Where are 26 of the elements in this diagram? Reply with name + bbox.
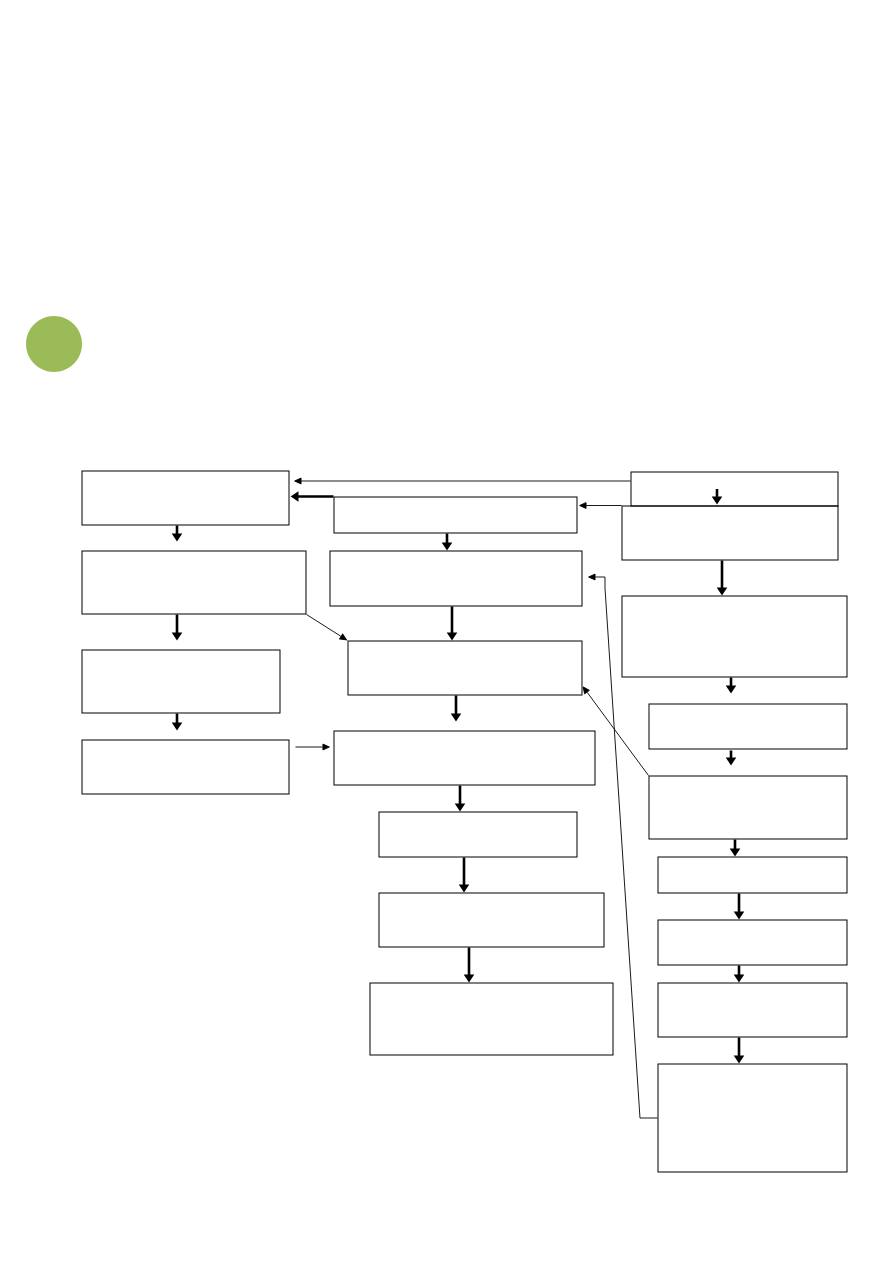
process-box (329, 550, 583, 607)
process-box (657, 1063, 848, 1173)
process-box (621, 505, 839, 561)
process-box (333, 730, 596, 786)
process-box (630, 471, 839, 507)
process-box (333, 496, 578, 534)
arrow (579, 502, 622, 509)
process-box (369, 982, 614, 1056)
arrow (306, 614, 347, 641)
arrow (588, 573, 658, 1119)
process-box (347, 640, 583, 696)
process-box (648, 775, 848, 840)
process-box (657, 919, 848, 966)
process-box (621, 595, 848, 678)
process-box (81, 649, 281, 714)
process-box (378, 811, 578, 858)
process-box (81, 739, 290, 795)
arrow (294, 477, 631, 485)
process-box (657, 982, 848, 1038)
process-box (81, 470, 290, 526)
process-box (657, 856, 848, 894)
process-box (648, 703, 848, 750)
arrow (295, 743, 330, 751)
arrow (582, 686, 649, 776)
process-box (81, 550, 307, 615)
process-box (378, 892, 605, 948)
